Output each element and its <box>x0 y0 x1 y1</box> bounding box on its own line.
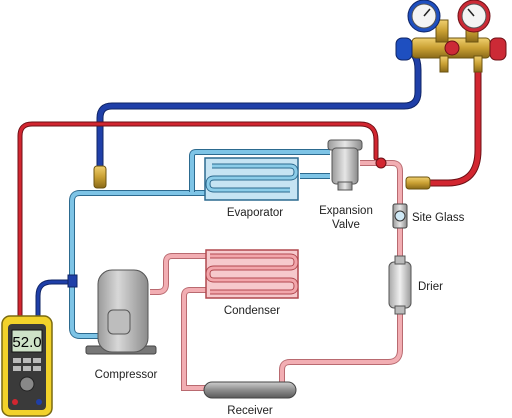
compressor-label: Compressor <box>95 369 158 381</box>
condenser: Condenser <box>205 249 299 317</box>
expansion-valve-label-2: Valve <box>332 219 360 231</box>
meter-lead-blue <box>35 279 75 321</box>
evaporator: Evaporator <box>204 157 299 219</box>
compressor-icon: Compressor <box>85 269 158 381</box>
expansion-valve: Expansion Valve <box>319 139 387 231</box>
receiver: Receiver <box>203 381 297 417</box>
multimeter-icon: 52.0 <box>1 315 53 417</box>
service-fittings <box>67 165 431 288</box>
meter-reading: 52.0 <box>12 334 41 351</box>
receiver-label: Receiver <box>227 405 273 417</box>
evaporator-label: Evaporator <box>227 207 283 219</box>
drier: Drier <box>388 255 443 315</box>
expansion-valve-label-1: Expansion <box>319 205 373 217</box>
condenser-label: Condenser <box>224 305 280 317</box>
high-side-hose <box>424 66 482 187</box>
manifold-gauge-icon <box>395 0 507 73</box>
liquid-line <box>279 160 403 388</box>
sight-glass-label: Site Glass <box>412 212 465 224</box>
refrigerant-piping <box>69 149 403 391</box>
drier-label: Drier <box>418 281 443 293</box>
sight-glass: Site Glass <box>392 203 465 229</box>
